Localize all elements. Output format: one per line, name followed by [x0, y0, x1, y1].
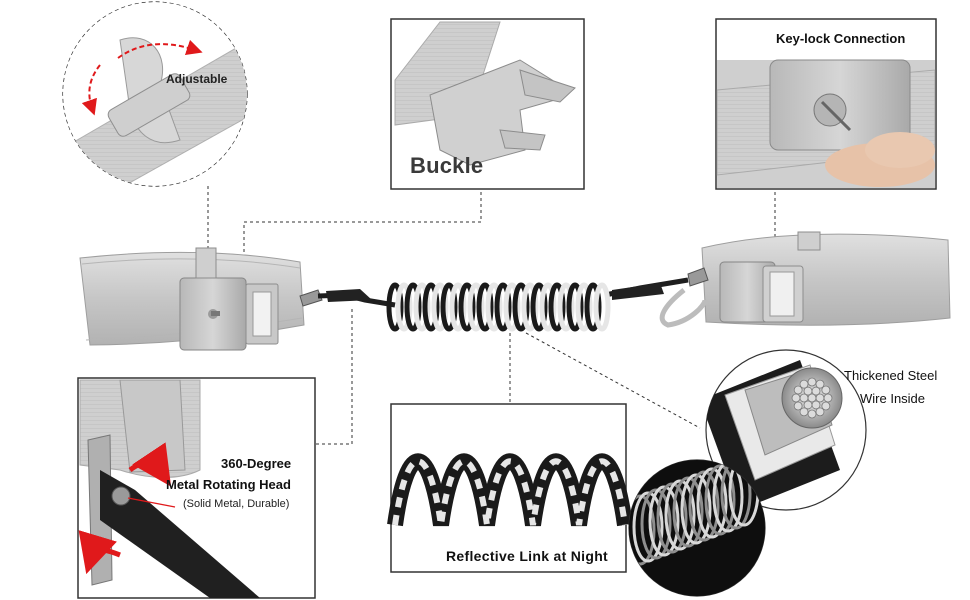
coil-loop [467, 282, 485, 332]
coil-end-ring [688, 470, 720, 542]
coil-loop [503, 282, 521, 332]
coil-loop [557, 282, 575, 332]
coil-loop [476, 282, 494, 332]
coil-end-ring [672, 476, 704, 548]
coil-loop [422, 282, 440, 332]
coil-loop [458, 282, 476, 332]
steel-strand [821, 401, 831, 411]
steel-wire-label-line2: Wire Inside [860, 391, 926, 406]
right-wrist-cuff [659, 231, 951, 328]
zoom-coil-light [392, 458, 628, 526]
adjustable-label: Adjustable [166, 72, 228, 86]
steel-strand [791, 393, 801, 403]
coil-leash [317, 277, 689, 332]
steel-strand [811, 386, 821, 396]
rotating-head-callout [77, 377, 316, 599]
steel-strand [803, 400, 813, 410]
steel-strand [799, 407, 809, 417]
coil-end-ring [656, 482, 688, 554]
steel-strand [815, 379, 825, 389]
coil-end-ring [664, 479, 696, 551]
steel-strand [823, 393, 833, 403]
coil-loop [512, 282, 530, 332]
coil-loop [539, 282, 557, 332]
reflective-label: Reflective Link at Night [446, 548, 609, 564]
steel-strand [799, 379, 809, 389]
coil-loop [593, 282, 611, 332]
rotating-head-label-line1: 360-Degree [221, 456, 292, 471]
rotating-head-label-line2: Metal Rotating Head [166, 477, 291, 492]
steel-wire-label-line1: Thickened Steel [844, 368, 938, 383]
coil-end-ring [648, 485, 680, 557]
coil-loop [575, 282, 593, 332]
coil-end-ring [629, 494, 656, 566]
steel-strand [807, 377, 817, 387]
coil-loop [404, 282, 422, 332]
coil-loop [386, 282, 404, 332]
coil-loop [584, 282, 602, 332]
buckle-callout [390, 18, 585, 190]
rotating-head-label-line3: (Solid Metal, Durable) [183, 498, 290, 510]
coil-end-ring [720, 460, 752, 530]
steel-strand [821, 385, 831, 395]
coil-loop [494, 282, 512, 332]
coil-end-ring [696, 467, 728, 539]
coil-loop [566, 282, 584, 332]
coil-loop [431, 282, 449, 332]
coil-end-ring [680, 473, 712, 545]
coil-loop [440, 282, 458, 332]
keylock-label: Key-lock Connection [776, 31, 906, 46]
buckle-label: Buckle [410, 153, 484, 178]
coil-end-callout [628, 459, 766, 597]
coil-end-ring [704, 464, 736, 536]
coil-loop [485, 282, 503, 332]
steel-strand [807, 409, 817, 419]
left-wrist-cuff [79, 247, 323, 351]
steel-strand [793, 385, 803, 395]
steel-strand [815, 407, 825, 417]
coil-loop [449, 282, 467, 332]
coil-loop [521, 282, 539, 332]
coil-loop [413, 282, 431, 332]
coil-loop [548, 282, 566, 332]
adjustable-callout [62, 1, 248, 187]
coil-end-ring [640, 488, 672, 560]
keylock-callout [715, 18, 937, 190]
coil-loop [530, 282, 548, 332]
coil-end-ring [632, 491, 664, 563]
coil-loop [395, 282, 413, 332]
reflective-callout [387, 403, 633, 573]
steel-strand [793, 401, 803, 411]
